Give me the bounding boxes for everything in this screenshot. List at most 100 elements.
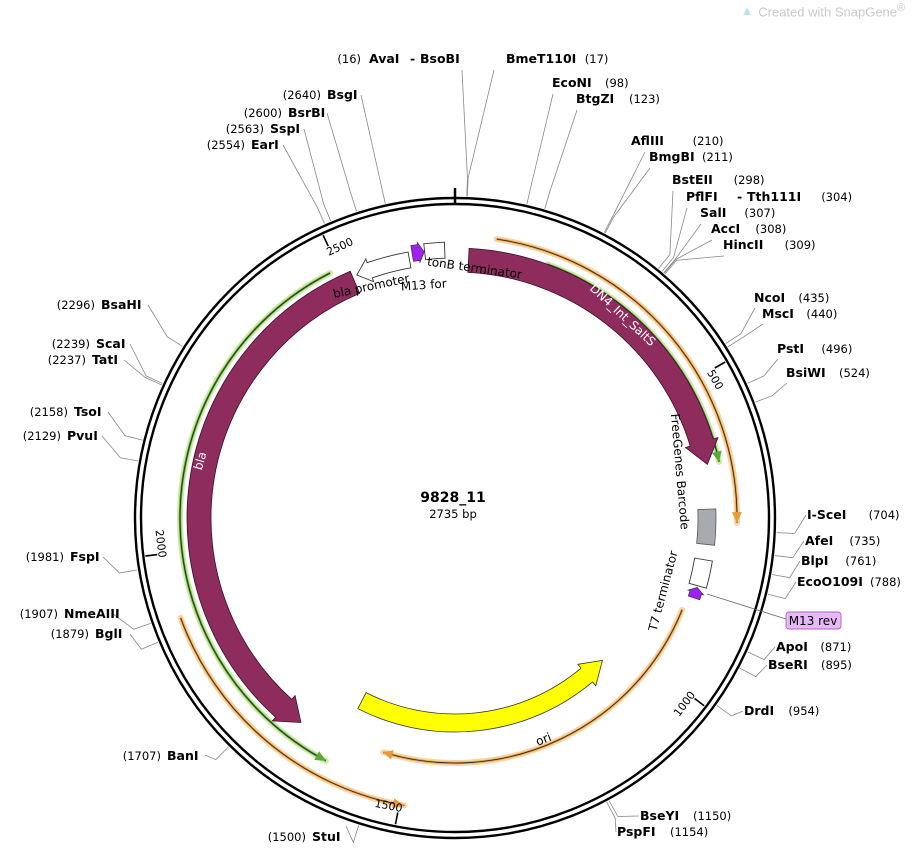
backbone (133, 188, 777, 840)
site-name: PspFI (617, 824, 656, 839)
site-sali: SalI(307) (663, 205, 775, 274)
site-name: FspI (70, 549, 100, 564)
site-apoi: ApoI(871) (747, 639, 851, 661)
site-position: (1907) (20, 607, 58, 621)
dn4-int-salts-arrow (467, 247, 719, 465)
site-name: DrdI (744, 703, 774, 718)
strand-ori (380, 606, 686, 766)
m13-rev-label: M13 rev (706, 593, 842, 630)
site-position: (788) (870, 575, 901, 589)
site-position: (309) (785, 238, 816, 252)
tick-label-1500: 1500 (374, 797, 404, 815)
site-position: (123) (629, 92, 660, 106)
site-psti: PstI(496) (747, 341, 852, 384)
site-name: EcoNI (552, 75, 592, 90)
site-i-scei: I-SceI(704) (776, 507, 900, 534)
site-nmeaiii: (1907) NmeAIII (20, 606, 151, 630)
site-ecoo109i: EcoO109I(788) (767, 574, 901, 599)
ori-arrow (357, 659, 604, 733)
site-position: (735) (849, 534, 880, 548)
site-position: (2600) (244, 106, 282, 120)
site-pspfi: PspFI(1154) (606, 801, 708, 839)
site-hincii: HincII (309) (664, 237, 816, 275)
bla-feature-label: bla (191, 450, 210, 471)
site-blpi: BlpI (761) (771, 553, 876, 579)
site-position: (308) (755, 222, 786, 236)
site-bsteii: BstEII(298) (658, 172, 765, 269)
site-position: (1150) (693, 809, 731, 823)
site-bsiwi: BsiWI(524) (755, 365, 870, 403)
snapgene-logo-icon (743, 7, 752, 16)
site-bsahi: (2296)BsaHI (57, 297, 183, 347)
site-name: MscI (762, 306, 794, 321)
site-name: BsrBI (288, 105, 325, 120)
site-name: BmeT110I (506, 51, 576, 66)
site-position: (16) (337, 52, 361, 66)
site-position: (704) (869, 508, 900, 522)
site-separator: - (737, 189, 742, 204)
site-name: PflFI (686, 189, 718, 204)
site-name: BsgI (327, 87, 358, 102)
site-name: BseYI (640, 808, 679, 823)
site-name: BtgZI (576, 91, 614, 106)
site-position: (435) (798, 291, 829, 305)
site-position: (304) (821, 190, 852, 204)
watermark-symbol: ® (897, 2, 905, 14)
site-bgli: (1879)BglI (51, 626, 159, 650)
tick-mark-500 (714, 361, 726, 369)
site-name: SspI (270, 121, 300, 136)
site-afei: AfeI(735) (774, 533, 880, 559)
site-scai: (2239)ScaI (52, 336, 163, 384)
site-sspi: (2563) SspI (226, 121, 332, 222)
tick-mark-1000 (694, 697, 705, 707)
site-name: NmeAIII (64, 606, 120, 621)
site-position: (2640) (283, 88, 321, 102)
site-bseyi: BseYI (1150) (608, 800, 731, 823)
site-name-alt: BsoBI (420, 51, 460, 66)
site-acci: AccI(308) (663, 221, 786, 274)
site-position: (895) (821, 658, 852, 672)
site-position: (2129) (23, 429, 61, 443)
m13-for-primer (410, 241, 425, 264)
site-name: ScaI (96, 336, 126, 351)
snapgene-watermark: Created with SnapGene® (742, 2, 905, 19)
site-name: HincII (723, 237, 763, 252)
site-position: (98) (605, 76, 629, 90)
site-name: BlpI (801, 553, 828, 568)
site-name: ApoI (776, 639, 808, 654)
site-fspi: (1981)FspI (26, 549, 138, 574)
site-separator: - (410, 51, 415, 66)
plasmid-name: 9828_11 (420, 490, 485, 506)
m13-rev-primer (686, 587, 705, 601)
site-name: TsoI (74, 404, 102, 419)
bla-promoter-arrow (356, 251, 412, 283)
site-name: StuI (312, 829, 341, 844)
site-name: BmgBI (649, 149, 695, 164)
tonb-terminator-box (423, 241, 446, 261)
site-bani: (1707) BanI (123, 746, 229, 763)
strand-bla-inner (177, 269, 334, 764)
site-name: BanI (167, 748, 199, 763)
tick-label-1000: 1000 (671, 689, 698, 719)
t7-terminator-box (688, 557, 713, 589)
m13-for-label: M13 for (400, 276, 447, 293)
site-afliii: AflIII(210) (603, 133, 724, 233)
site-position: (496) (821, 342, 852, 356)
site-msci: MscI(440) (727, 306, 837, 348)
site-position: (1707) (123, 749, 161, 763)
strand-bla-outer (177, 614, 408, 809)
site-name: AflIII (631, 133, 664, 148)
tick-label-2000: 2000 (152, 529, 168, 558)
site-position: (2554) (207, 138, 245, 152)
site-position: (761) (845, 554, 876, 568)
site-position: (2563) (226, 122, 264, 136)
site-bsrbi: (2600) BsrBI (244, 105, 357, 212)
site-name: TatI (92, 352, 118, 367)
site-position: (524) (839, 366, 870, 380)
site-tsoi: (2158)TsoI (30, 404, 143, 441)
site-stui: (1500)StuI (268, 825, 360, 844)
strand-dn4-outer (493, 236, 742, 526)
site-name: BseRI (768, 657, 808, 672)
site-ncoi: NcoI(435) (725, 290, 829, 344)
